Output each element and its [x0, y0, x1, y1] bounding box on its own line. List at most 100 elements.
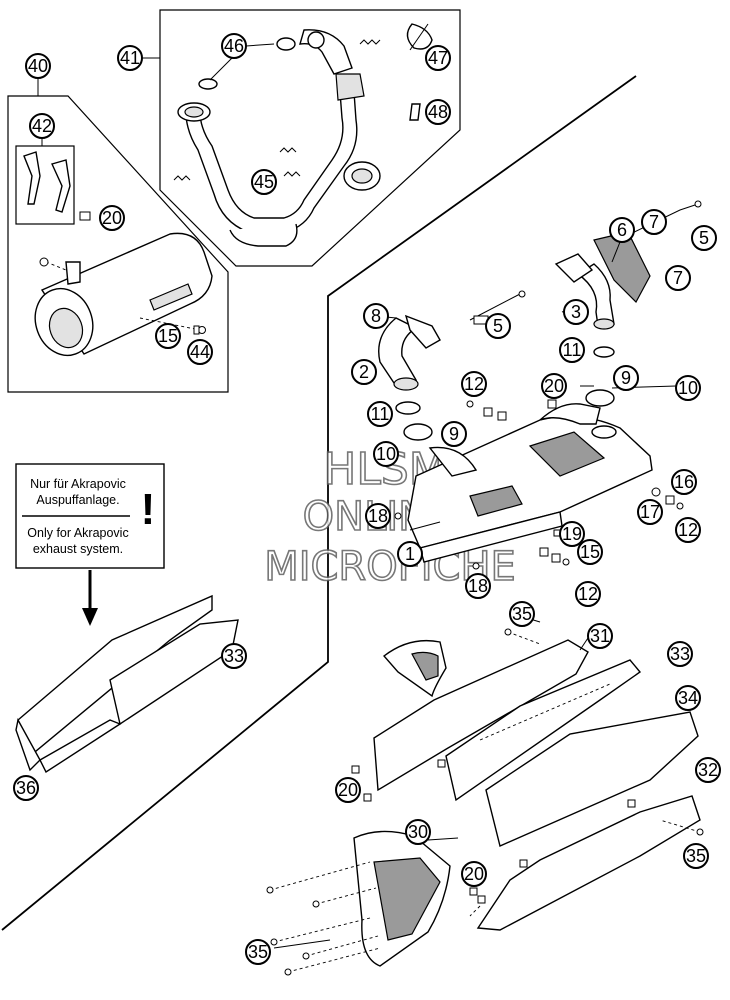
muffler-hardware-12-15-16-17-18-19 [394, 399, 684, 570]
callout-3: 3 [563, 299, 589, 325]
callout-7-bottom: 7 [665, 265, 691, 291]
callout-45: 45 [251, 169, 277, 195]
callout-31: 31 [587, 623, 613, 649]
svg-text:2: 2 [359, 362, 369, 382]
akrapovic-notice-box: Nur für Akrapovic Auspuffanlage. Only fo… [15, 463, 165, 569]
heat-shield-34 [485, 711, 699, 847]
callout-30: 30 [405, 819, 431, 845]
svg-text:46: 46 [224, 36, 244, 56]
notice-german-line-1: Nur für Akrapovic [30, 477, 126, 491]
svg-text:1: 1 [405, 544, 415, 564]
callout-46: 46 [221, 33, 247, 59]
callout-6: 6 [609, 217, 635, 243]
silencer-assembly [34, 232, 213, 357]
callout-35-bottom: 35 [245, 939, 271, 965]
heat-shield-30 [353, 830, 451, 967]
svg-text:40: 40 [28, 56, 48, 76]
svg-text:5: 5 [699, 228, 709, 248]
notice-german-line-2: Auspuffanlage. [36, 493, 119, 507]
svg-text:10: 10 [376, 444, 396, 464]
svg-text:15: 15 [580, 542, 600, 562]
notice-exclamation-mark: ! [141, 485, 156, 534]
svg-text:16: 16 [674, 472, 694, 492]
svg-text:10: 10 [678, 378, 698, 398]
callout-20-bottom: 20 [461, 861, 487, 887]
callout-8: 8 [363, 303, 389, 329]
callout-15-silencer: 15 [155, 323, 181, 349]
cable-tie-47 [406, 23, 433, 51]
front-header-pipe-2 [378, 290, 526, 391]
header-pipe-assembly [177, 29, 381, 247]
svg-text:41: 41 [120, 48, 140, 68]
svg-text:33: 33 [224, 646, 244, 666]
svg-text:32: 32 [698, 760, 718, 780]
svg-text:3: 3 [571, 302, 581, 322]
clamps-9 [403, 389, 615, 441]
callout-16: 16 [671, 469, 697, 495]
svg-text:18: 18 [468, 576, 488, 596]
callout-48: 48 [425, 99, 451, 125]
svg-text:18: 18 [368, 506, 388, 526]
svg-text:5: 5 [493, 316, 503, 336]
svg-text:44: 44 [190, 342, 210, 362]
svg-text:12: 12 [578, 584, 598, 604]
heat-shield-31 [373, 639, 589, 792]
callout-2: 2 [351, 359, 377, 385]
akrapovic-silencer-kit-frame [7, 95, 229, 393]
svg-text:7: 7 [649, 212, 659, 232]
callout-35-top: 35 [509, 601, 535, 627]
callout-7-top: 7 [641, 209, 667, 235]
callout-9-right: 9 [613, 365, 639, 391]
svg-text:15: 15 [158, 326, 178, 346]
callout-41: 41 [117, 45, 143, 71]
svg-text:31: 31 [590, 626, 610, 646]
callout-40: 40 [25, 53, 51, 79]
callout-11-right: 11 [559, 337, 585, 363]
section-divider-lines [1, 75, 637, 931]
svg-text:7: 7 [673, 268, 683, 288]
screws-35 [266, 628, 704, 976]
svg-text:30: 30 [408, 822, 428, 842]
svg-text:35: 35 [248, 942, 268, 962]
callout-36: 36 [13, 775, 39, 801]
callout-19: 19 [559, 521, 585, 547]
svg-text:20: 20 [102, 208, 122, 228]
callout-12-top: 12 [461, 371, 487, 397]
svg-text:17: 17 [640, 502, 660, 522]
gaskets-11 [395, 346, 615, 415]
callout-33-akrapovic: 33 [221, 643, 247, 669]
callout-35-right: 35 [683, 843, 709, 869]
label-48 [409, 103, 421, 121]
nuts-20 [351, 759, 636, 904]
svg-text:19: 19 [562, 524, 582, 544]
callout-9-left: 9 [441, 421, 467, 447]
svg-text:35: 35 [686, 846, 706, 866]
callout-42: 42 [29, 113, 55, 139]
svg-text:6: 6 [617, 220, 627, 240]
svg-text:35: 35 [512, 604, 532, 624]
hardware-20-44-15-kit [39, 211, 206, 335]
notice-english-line-1: Only for Akrapovic [27, 526, 128, 540]
callout-34: 34 [675, 685, 701, 711]
svg-text:11: 11 [563, 340, 582, 360]
callout-32: 32 [695, 757, 721, 783]
svg-text:42: 42 [32, 116, 52, 136]
svg-text:45: 45 [254, 172, 274, 192]
svg-text:34: 34 [678, 688, 698, 708]
svg-text:20: 20 [338, 780, 358, 800]
gasket-46 [198, 37, 296, 90]
callout-20-center: 20 [541, 373, 567, 399]
svg-text:33: 33 [670, 644, 690, 664]
o2-sensors-5 [473, 200, 702, 325]
svg-text:47: 47 [428, 48, 448, 68]
callout-1: 1 [397, 541, 423, 567]
callout-10-right: 10 [675, 375, 701, 401]
svg-text:8: 8 [371, 306, 381, 326]
svg-text:20: 20 [544, 376, 564, 396]
svg-text:36: 36 [16, 778, 36, 798]
svg-text:9: 9 [621, 368, 631, 388]
fastener-dashed-leaders [269, 631, 701, 973]
callout-5-right: 5 [691, 225, 717, 251]
svg-text:48: 48 [428, 102, 448, 122]
